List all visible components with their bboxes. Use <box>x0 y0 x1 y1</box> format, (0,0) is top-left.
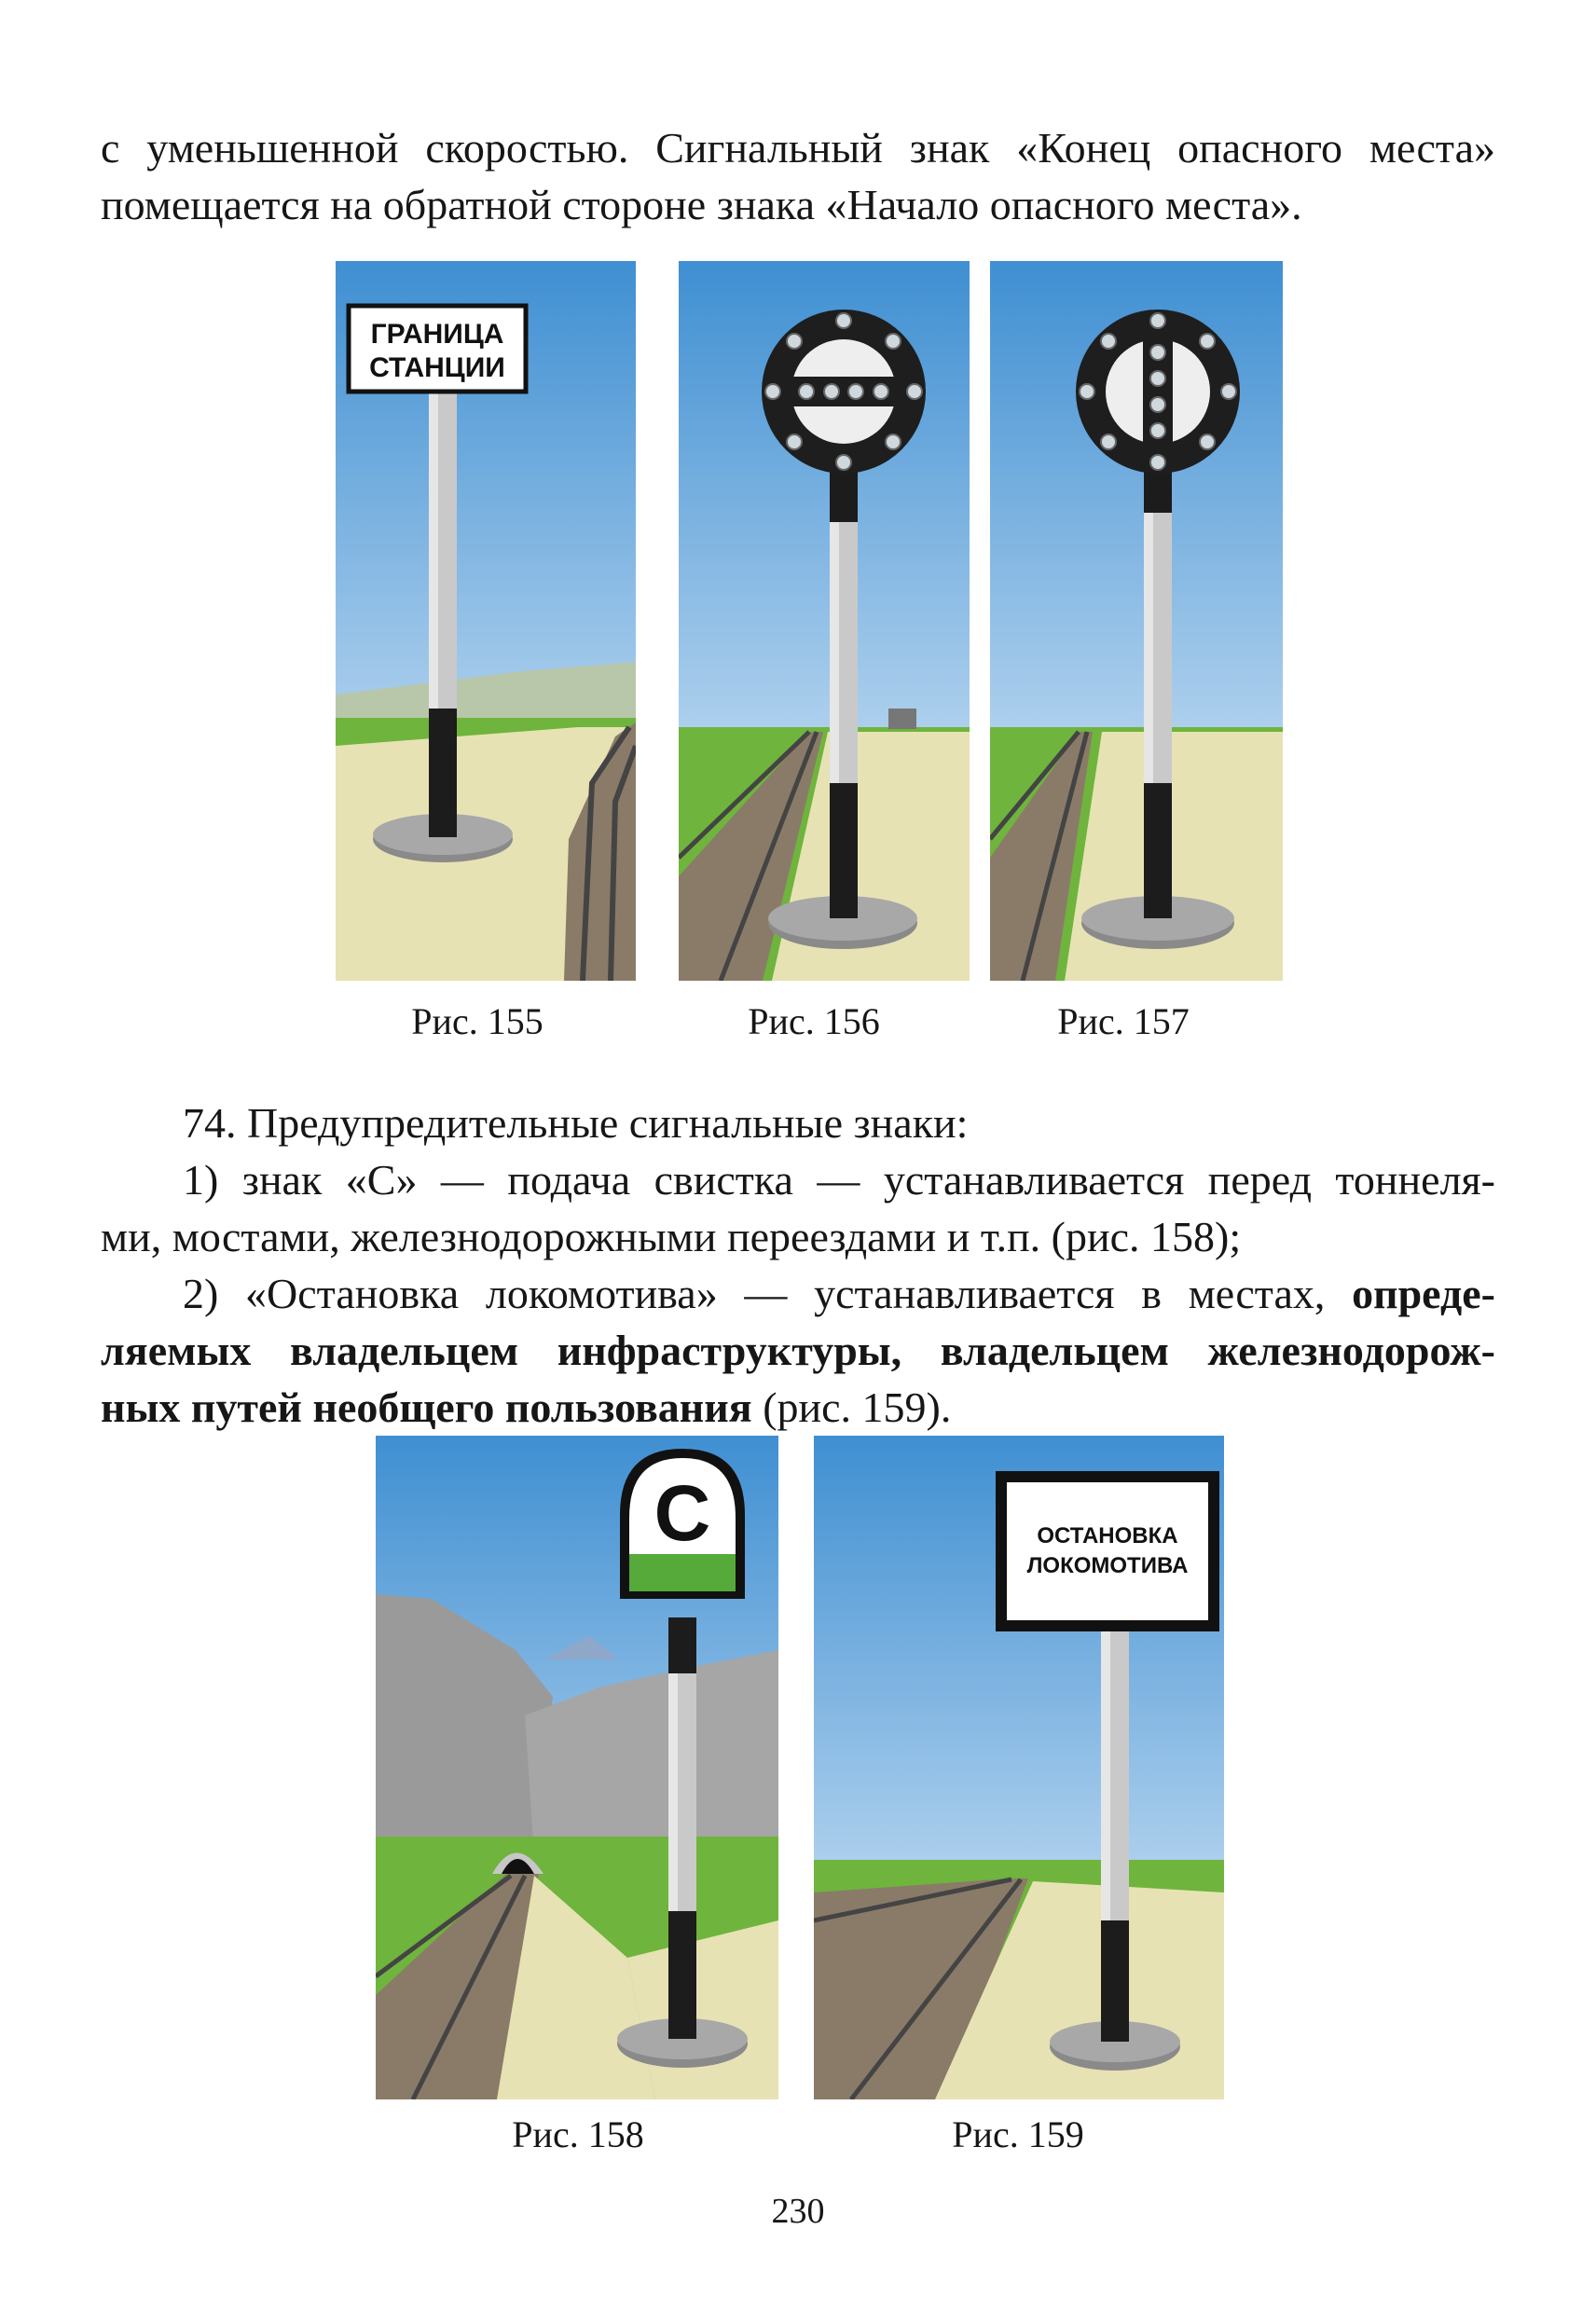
figure-158: С <box>376 1436 778 2099</box>
item2-line3-normal: (рис. 159). <box>751 1383 952 1431</box>
caption-159: Рис. 159 <box>952 2113 1084 2155</box>
figure-157 <box>990 261 1283 981</box>
section-heading: 74. Предупредительные сигнальные знаки: <box>183 1099 969 1147</box>
caption-155: Рис. 155 <box>411 1000 543 1042</box>
sign-159-line2: ЛОКОМОТИВА <box>1027 1553 1189 1578</box>
item2-line3: ных путей необщего пользования (рис. 159… <box>101 1379 1495 1436</box>
sign-158-letter: С <box>654 1469 711 1557</box>
figure-155: ГРАНИЦА СТАНЦИИ <box>336 261 636 981</box>
item2-line1-normal: 2) «Остановка локомотива» — устанавливае… <box>183 1270 1353 1317</box>
item2-line3-bold: ных путей необщего пользования <box>101 1383 752 1431</box>
item2-line2-bold: ляемых владельцем инфраструктуры, владел… <box>101 1327 1495 1374</box>
sign-155-line2: СТАНЦИИ <box>369 352 505 383</box>
intro-line-1: с уменьшенной скоростью. Сигнальный знак… <box>101 124 1495 172</box>
sign-159-line1: ОСТАНОВКА <box>1037 1523 1177 1548</box>
page-number: 230 <box>771 2192 825 2231</box>
caption-157: Рис. 157 <box>1057 1000 1190 1042</box>
caption-158: Рис. 158 <box>512 2113 644 2155</box>
sign-155-line1: ГРАНИЦА <box>371 319 504 350</box>
item1-line1: 1) знак «С» — подача свистка — устанавли… <box>183 1156 1495 1204</box>
figure-156 <box>679 261 970 981</box>
caption-156: Рис. 156 <box>748 1000 880 1042</box>
item1-line2: ми, мостами, железнодорожными переездами… <box>101 1213 1242 1260</box>
figure-159: ОСТАНОВКА ЛОКОМОТИВА <box>814 1436 1224 2099</box>
intro-line-2: помещается на обратной стороне знака «На… <box>101 181 1302 228</box>
item2-line2: ляемых владельцем инфраструктуры, владел… <box>101 1322 1495 1379</box>
item2-line1: 2) «Остановка локомотива» — устанавливае… <box>101 1265 1495 1322</box>
item2-line1-bold: опреде- <box>1352 1270 1495 1317</box>
